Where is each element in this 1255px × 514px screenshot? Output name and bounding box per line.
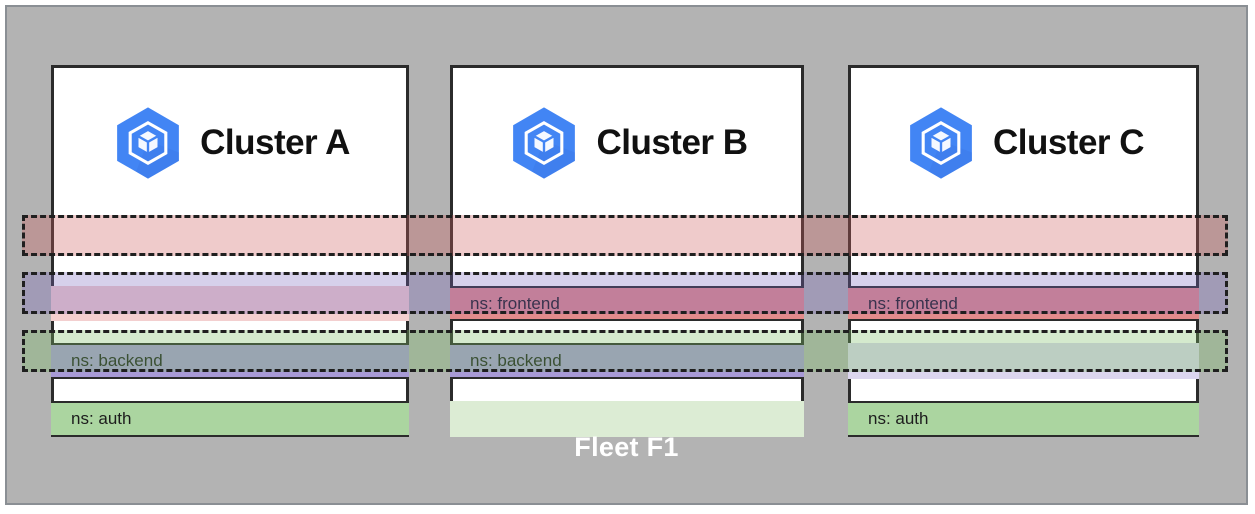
cluster-b-title: Cluster B [596,123,748,162]
gke-cluster-icon [910,107,972,179]
ns-label: ns: backend [470,351,562,370]
ns-label: ns: auth [868,409,929,428]
ns-label: ns: backend [71,351,163,370]
gke-cluster-icon [117,107,179,179]
ns-label: ns: auth [71,409,132,428]
cluster-b-header: Cluster B [453,68,801,218]
cluster-c-header: Cluster C [851,68,1196,218]
cluster-a-header: Cluster A [54,68,406,218]
cluster-c-ns-frontend[interactable]: ns: frontend [848,286,1199,321]
gke-cluster-icon [513,107,576,179]
cluster-a-ns-backend[interactable]: ns: backend [51,343,409,379]
ns-label: ns: frontend [470,293,560,313]
cluster-c-title: Cluster C [992,123,1145,162]
cluster-b-ns-frontend[interactable]: ns: frontend [450,286,804,321]
cluster-a-title: Cluster A [200,123,350,162]
cluster-card-a[interactable]: Cluster A ns: frontend ns: backend ns: a… [51,65,409,437]
ns-label: ns: frontend [868,293,958,313]
cluster-c-ns-auth[interactable]: ns: auth [848,401,1199,437]
cluster-card-c[interactable]: Cluster C ns: frontend ns: backend ns: a… [848,65,1199,437]
cluster-a-ns-frontend[interactable]: ns: frontend [51,286,409,321]
cluster-b-ns-auth[interactable]: ns: auth [450,401,804,437]
cluster-b-ns-backend[interactable]: ns: backend [450,343,804,379]
cluster-card-b[interactable]: Cluster B ns: frontend ns: backend ns: a… [450,65,804,437]
cluster-a-ns-auth[interactable]: ns: auth [51,401,409,437]
cluster-c-ns-backend[interactable]: ns: backend [848,343,1199,379]
